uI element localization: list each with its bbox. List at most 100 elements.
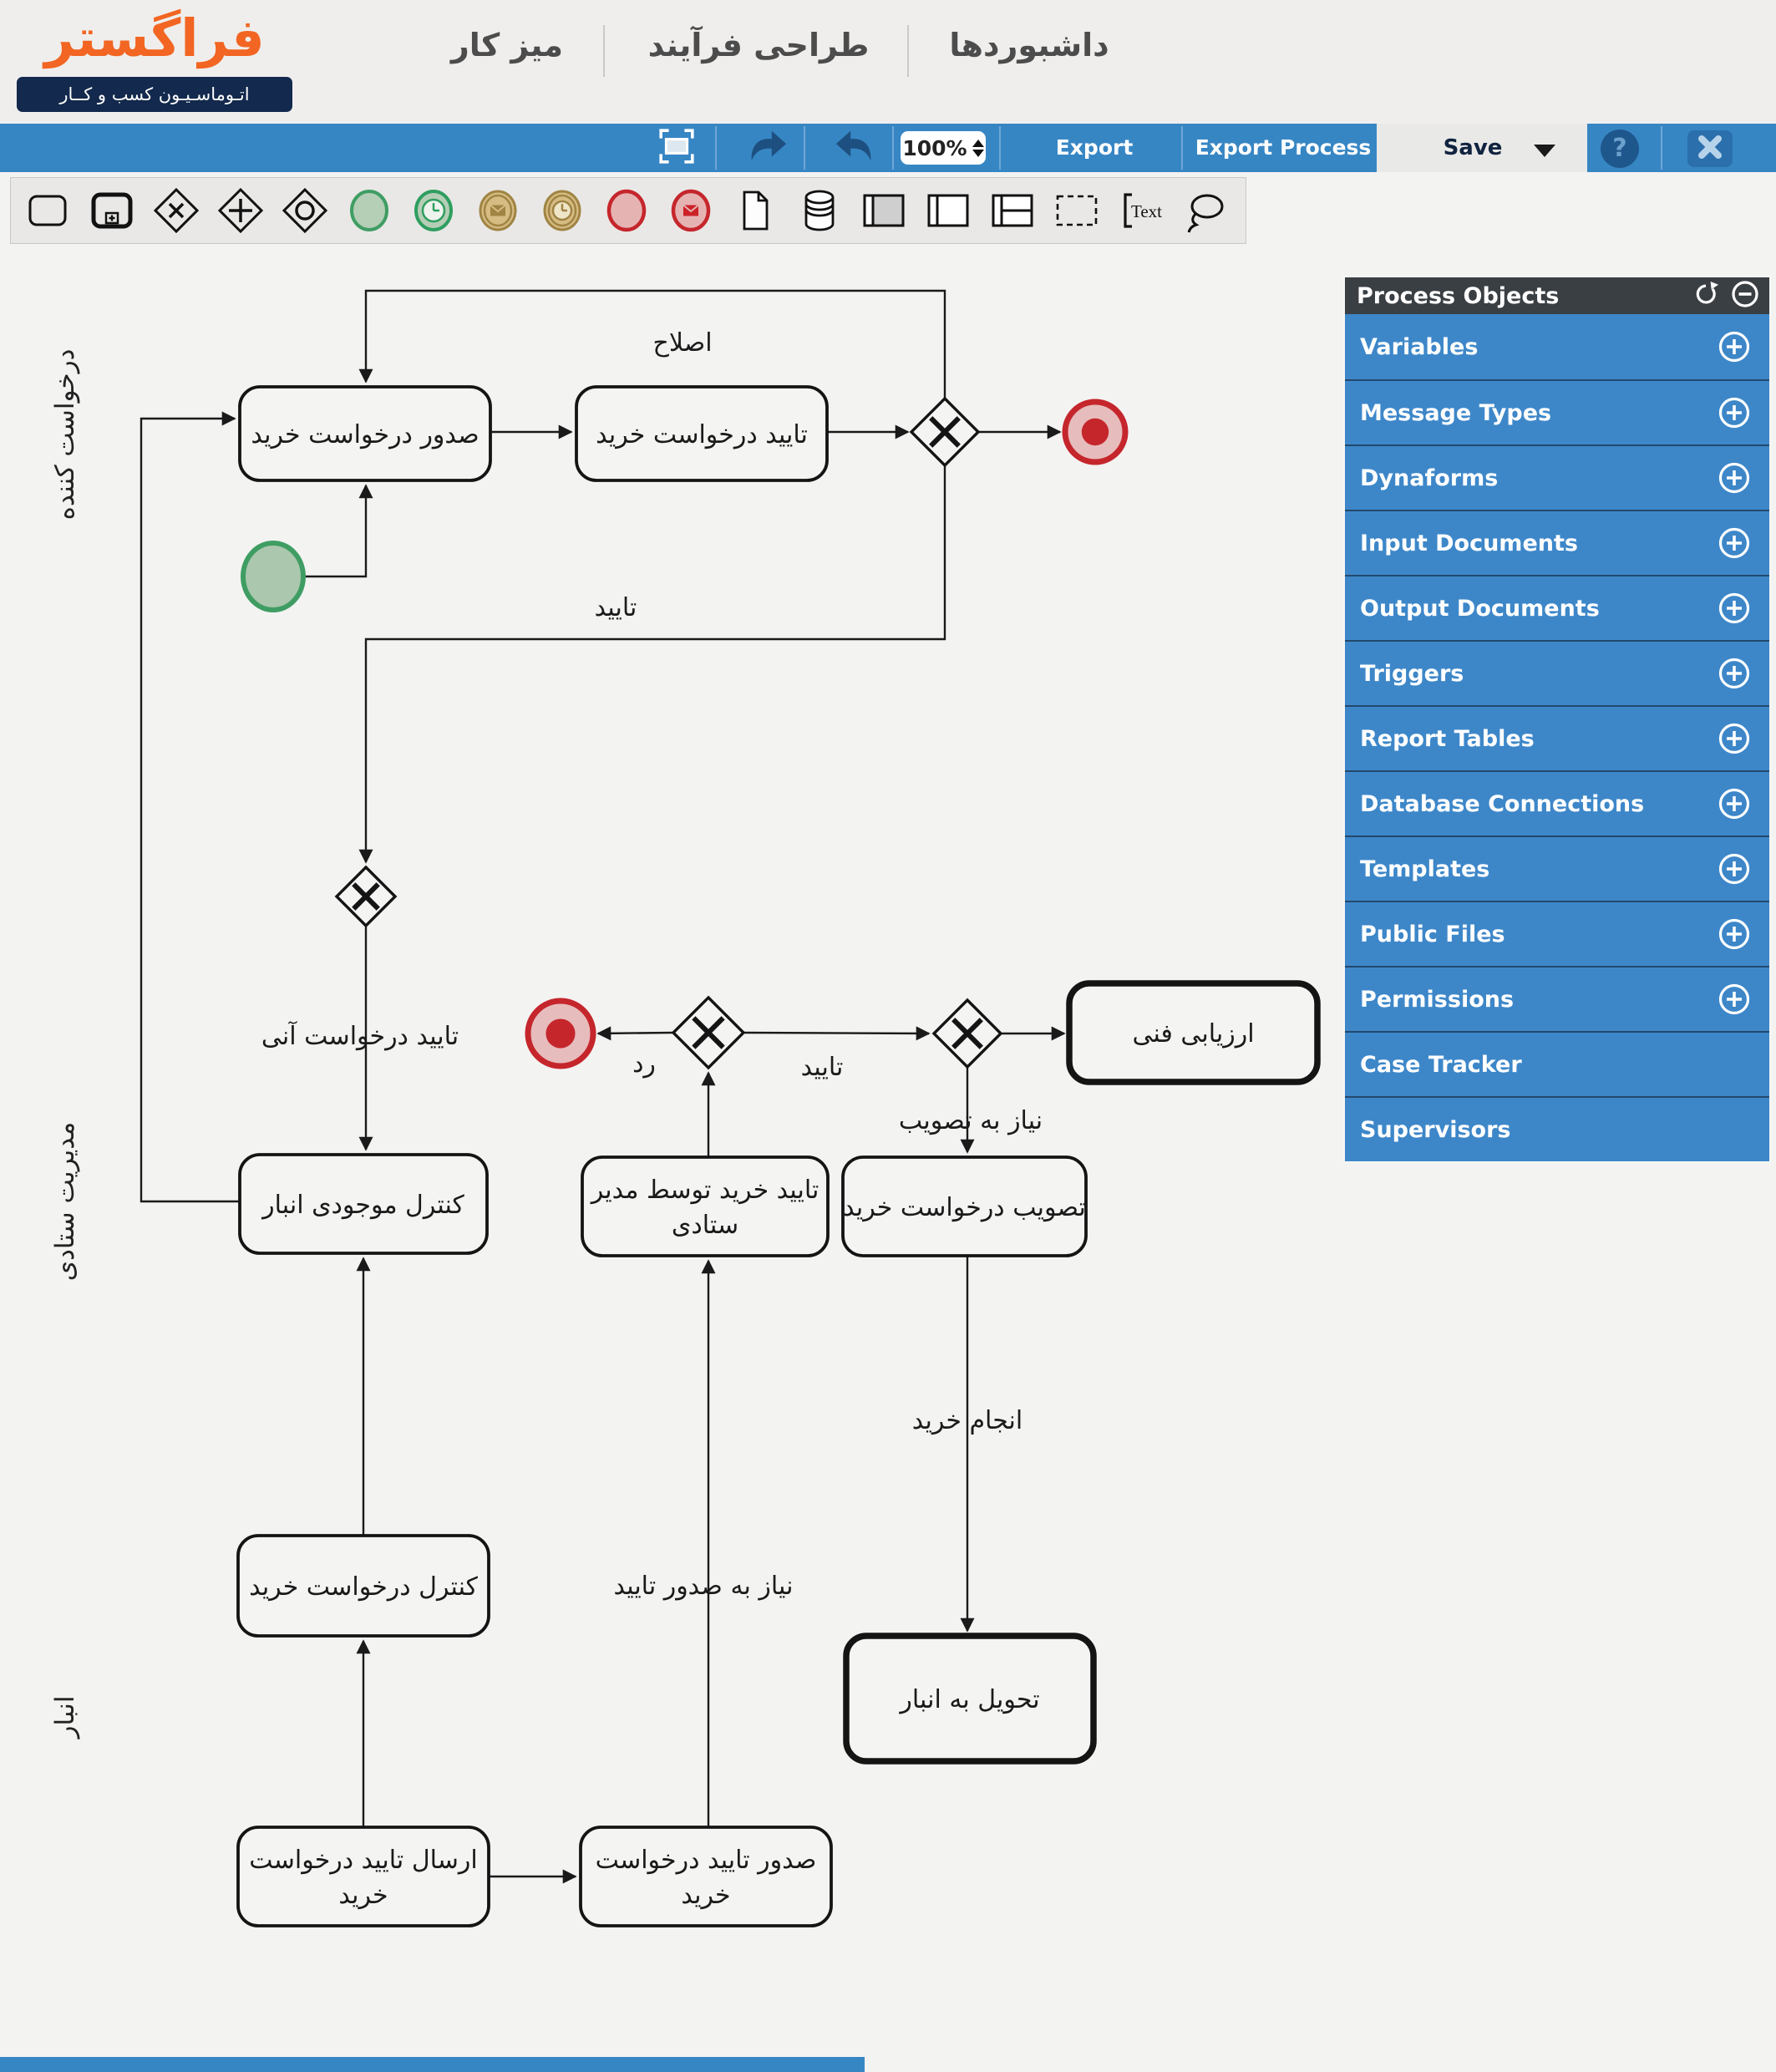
panel-item-supervisors[interactable]: Supervisors	[1345, 1096, 1769, 1161]
gateway-3-exclusive-gateway[interactable]	[671, 995, 746, 1070]
toolbar-divider	[1661, 126, 1662, 170]
add-icon[interactable]	[1716, 460, 1753, 496]
palette-group-icon[interactable]	[1053, 187, 1100, 234]
panel-item-input-documents[interactable]: Input Documents	[1345, 510, 1769, 575]
flow-need-issue-approval-label: نیاز به صدور تایید	[614, 1572, 794, 1601]
panel-item-label: Input Documents	[1360, 530, 1578, 556]
panel-item-label: Case Tracker	[1360, 1051, 1522, 1078]
refresh-icon[interactable]	[1692, 281, 1719, 311]
undo-button[interactable]	[824, 124, 887, 172]
issue-request-approval-label: صدور تایید درخواست	[596, 1846, 817, 1875]
toolbar-divider	[999, 126, 1001, 170]
approve-purchase-request[interactable]: تایید درخواست خرید	[575, 385, 829, 482]
export-process-button[interactable]: Export Process	[1195, 135, 1372, 160]
approve-by-staff-manager-label: ستادی	[672, 1211, 738, 1240]
palette-gateway-exclusive-icon[interactable]	[153, 187, 200, 234]
gateway-4-exclusive-gateway[interactable]	[931, 998, 1003, 1069]
add-icon[interactable]	[1716, 394, 1753, 431]
palette-start-event-icon[interactable]	[346, 187, 393, 234]
start-event[interactable]	[241, 541, 306, 612]
issue-request-approval-label: خرید	[681, 1881, 730, 1910]
end-event-2[interactable]	[525, 998, 596, 1069]
panel-item-database-connections[interactable]: Database Connections	[1345, 770, 1769, 835]
collapse-icon[interactable]	[1731, 280, 1759, 312]
palette-pool-icon[interactable]	[925, 187, 972, 234]
flow-need-ratification-label: نیاز به تصویب	[899, 1106, 1043, 1135]
palette-subprocess-icon[interactable]	[89, 187, 135, 234]
save-button[interactable]: Save	[1377, 124, 1587, 172]
technical-evaluation-label: ارزیابی فنی	[1132, 1019, 1254, 1049]
panel-item-variables[interactable]: Variables	[1345, 314, 1769, 379]
end-event-1[interactable]	[1062, 399, 1129, 465]
add-icon[interactable]	[1716, 851, 1753, 887]
inventory-control[interactable]: کنترل موجودی انبار	[238, 1153, 489, 1255]
add-icon[interactable]	[1716, 655, 1753, 692]
process-objects-header[interactable]: Process Objects	[1345, 277, 1769, 314]
shape-palette: Text	[10, 177, 1246, 244]
add-icon[interactable]	[1716, 916, 1753, 952]
control-purchase-request[interactable]: کنترل درخواست خرید	[236, 1534, 490, 1638]
palette-gateway-inclusive-icon[interactable]	[282, 187, 328, 234]
panel-item-output-documents[interactable]: Output Documents	[1345, 575, 1769, 640]
panel-item-label: Dynaforms	[1360, 465, 1499, 491]
technical-evaluation[interactable]: ارزیابی فنی	[1066, 980, 1321, 1085]
add-icon[interactable]	[1716, 720, 1753, 757]
palette-document-icon[interactable]	[732, 187, 779, 234]
palette-gateway-parallel-icon[interactable]	[217, 187, 264, 234]
nav-item-process-design[interactable]: طراحی فرآیند	[647, 27, 870, 63]
lane-label-staff-management: مدیریت ستادی	[50, 1122, 80, 1281]
panel-item-permissions[interactable]: Permissions	[1345, 966, 1769, 1031]
redo-button[interactable]	[735, 124, 799, 172]
flow-approved-down[interactable]	[358, 464, 946, 864]
palette-intermediate-message-event-icon[interactable]	[474, 187, 521, 234]
add-icon[interactable]	[1716, 525, 1753, 561]
panel-item-label: Triggers	[1360, 660, 1464, 687]
logo-tagline: اتـوماسـیـون کسب و کــار	[17, 77, 292, 112]
add-icon[interactable]	[1716, 785, 1753, 822]
flow-inventory-issue[interactable]	[140, 411, 240, 1203]
panel-item-report-tables[interactable]: Report Tables	[1345, 705, 1769, 770]
palette-database-icon[interactable]	[796, 187, 843, 234]
deliver-to-warehouse[interactable]: تحویل به انبار	[843, 1633, 1097, 1765]
fit-screen-button[interactable]	[643, 124, 710, 172]
issue-purchase-request[interactable]: صدور درخواست خرید	[238, 385, 492, 482]
palette-lane-icon[interactable]	[989, 187, 1036, 234]
help-button[interactable]: ?	[1601, 130, 1639, 168]
send-request-approval-label: خرید	[338, 1881, 388, 1910]
add-icon[interactable]	[1716, 981, 1753, 1018]
ratify-purchase-request-label: تصویب درخواست خرید	[843, 1193, 1086, 1222]
flow-correction[interactable]	[358, 289, 946, 400]
palette-intermediate-timer-event-icon[interactable]	[539, 187, 586, 234]
ratify-purchase-request[interactable]: تصویب درخواست خرید	[841, 1155, 1088, 1257]
panel-item-templates[interactable]: Templates	[1345, 835, 1769, 901]
gateway-2-exclusive-gateway[interactable]	[334, 865, 398, 928]
panel-item-public-files[interactable]: Public Files	[1345, 901, 1769, 966]
issue-request-approval[interactable]: صدور تایید درخواست خرید	[579, 1826, 833, 1927]
nav-item-dashboards[interactable]: داشبوردها	[949, 27, 1109, 63]
add-icon[interactable]	[1716, 328, 1753, 365]
gateway-1-exclusive-gateway[interactable]	[909, 396, 981, 468]
close-designer-button[interactable]	[1687, 130, 1733, 167]
zoom-control[interactable]: 100%	[901, 131, 986, 165]
palette-task-icon[interactable]	[24, 187, 71, 234]
palette-end-event-icon[interactable]	[603, 187, 650, 234]
panel-item-message-types[interactable]: Message Types	[1345, 379, 1769, 444]
palette-start-timer-event-icon[interactable]	[410, 187, 457, 234]
designer-toolbar: 100% Export Diagram Export Process Save …	[0, 124, 1776, 208]
add-icon[interactable]	[1716, 590, 1753, 627]
panel-item-triggers[interactable]: Triggers	[1345, 640, 1769, 705]
panel-item-case-tracker[interactable]: Case Tracker	[1345, 1031, 1769, 1096]
palette-text-annotation-icon[interactable]: Text	[1118, 187, 1165, 234]
palette-pool-filled-icon[interactable]	[860, 187, 907, 234]
palette-end-message-event-icon[interactable]	[667, 187, 714, 234]
flow-start[interactable]	[305, 484, 373, 578]
save-dropdown-caret-icon[interactable]	[1534, 145, 1555, 157]
flow-reject-label: رد	[632, 1049, 656, 1079]
palette-lasso-icon[interactable]	[1182, 187, 1229, 234]
zoom-stepper-icon[interactable]	[972, 139, 984, 157]
nav-item-workdesk[interactable]: میز کار	[450, 27, 564, 63]
toolbar-divider	[892, 126, 894, 170]
panel-item-dynaforms[interactable]: Dynaforms	[1345, 444, 1769, 510]
